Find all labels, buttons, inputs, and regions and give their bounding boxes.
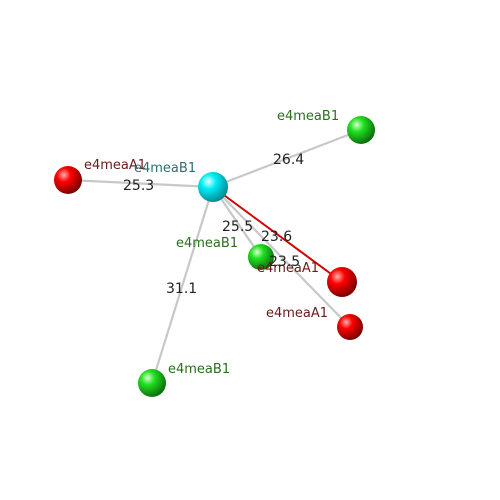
bond-to-green-top-right[interactable] — [212, 128, 362, 189]
distance-label-red-middle: 23.6 — [261, 229, 292, 245]
distance-label-red-left: 25.3 — [123, 178, 154, 194]
distance-label-red-lower: 23.5 — [269, 254, 300, 270]
atom-spheres — [54, 116, 375, 397]
label-green-top-right: e4meaB1 — [277, 109, 339, 124]
bond-to-red-middle[interactable] — [212, 186, 343, 283]
atom-green-middle[interactable] — [248, 244, 274, 270]
distance-labels: 26.4 25.3 25.5 23.6 23.5 31.1 — [123, 152, 304, 297]
label-green-bottom: e4meaB1 — [168, 362, 230, 377]
distance-label-green-bottom: 31.1 — [166, 281, 197, 297]
atom-red-left[interactable] — [54, 166, 82, 194]
label-green-middle: e4meaB1 — [176, 236, 238, 251]
atom-center[interactable] — [198, 172, 228, 202]
bond-to-green-bottom[interactable] — [150, 186, 215, 384]
label-center: e4meaB1 — [134, 161, 196, 176]
label-red-middle: e4meaA1 — [257, 261, 319, 276]
atom-red-middle[interactable] — [327, 267, 357, 297]
bond-to-red-lower[interactable] — [212, 186, 351, 328]
atom-green-top-right[interactable] — [347, 116, 375, 144]
label-red-left: e4meaA1 — [84, 158, 146, 173]
bond-to-red-left[interactable] — [67, 178, 214, 189]
distance-label-green-top-right: 26.4 — [273, 152, 304, 168]
atom-red-lower[interactable] — [337, 314, 363, 340]
atom-green-bottom[interactable] — [138, 369, 166, 397]
label-red-lower: e4meaA1 — [266, 306, 328, 321]
distance-label-green-middle: 25.5 — [222, 219, 253, 235]
atom-labels: e4meaB1 e4meaA1 e4meaB1 e4meaB1 e4meaA1 … — [84, 109, 339, 377]
